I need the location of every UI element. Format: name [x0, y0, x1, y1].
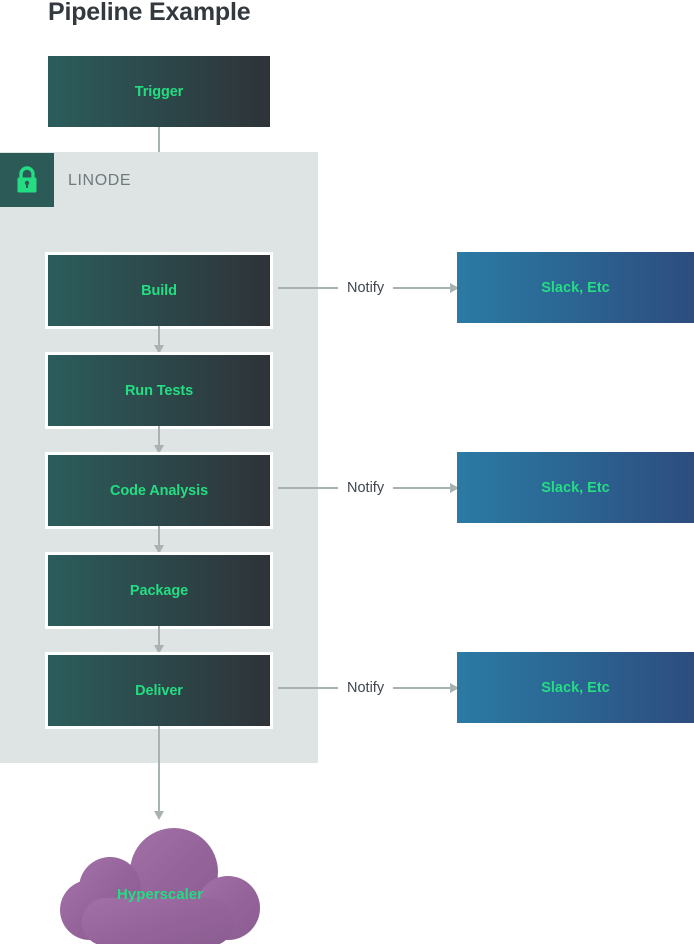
sink-box-slack-3[interactable]: Slack, Etc — [457, 652, 694, 723]
sink-label: Slack, Etc — [541, 479, 610, 496]
connector-code-analysis-to-package — [154, 526, 164, 554]
connector-package-to-deliver — [154, 626, 164, 654]
stage-box-code-analysis[interactable]: Code Analysis — [45, 452, 273, 529]
cloud-icon[interactable] — [52, 824, 268, 944]
sink-box-slack-1[interactable]: Slack, Etc — [457, 252, 694, 323]
stage-label: Deliver — [135, 682, 183, 699]
stage-label: Code Analysis — [109, 482, 209, 499]
stage-box-deliver[interactable]: Deliver — [45, 652, 273, 729]
notify-label: Notify — [347, 679, 385, 696]
trigger-box[interactable]: Trigger — [48, 56, 270, 127]
stage-label: Build — [141, 282, 177, 299]
notify-label: Notify — [347, 279, 385, 296]
notify-connector-deliver: Notify — [278, 681, 459, 695]
stage-box-run-tests[interactable]: Run Tests — [45, 352, 273, 429]
cloud-label: Hyperscaler — [117, 886, 203, 903]
connector-deliver-to-cloud — [154, 726, 164, 820]
notify-arrow-right — [393, 683, 459, 693]
connector-run-tests-to-code-analysis — [154, 426, 164, 454]
linode-label: LINODE — [68, 172, 132, 189]
lock-icon — [0, 153, 54, 207]
stage-label: Run Tests — [124, 382, 194, 399]
stage-box-build[interactable]: Build — [45, 252, 273, 329]
connector-build-to-run-tests — [154, 326, 164, 354]
sink-box-slack-2[interactable]: Slack, Etc — [457, 452, 694, 523]
notify-line-left — [278, 487, 338, 489]
notify-arrow-right — [393, 283, 459, 293]
stage-box-package[interactable]: Package — [45, 552, 273, 629]
notify-line-left — [278, 287, 338, 289]
page-title: Pipeline Example — [48, 0, 251, 26]
notify-connector-code-analysis: Notify — [278, 481, 459, 495]
stage-label: Package — [129, 582, 189, 599]
notify-label: Notify — [347, 479, 385, 496]
sink-label: Slack, Etc — [541, 679, 610, 696]
notify-line-left — [278, 687, 338, 689]
notify-connector-build: Notify — [278, 281, 459, 295]
sink-label: Slack, Etc — [541, 279, 610, 296]
trigger-label: Trigger — [134, 83, 184, 100]
notify-arrow-right — [393, 483, 459, 493]
